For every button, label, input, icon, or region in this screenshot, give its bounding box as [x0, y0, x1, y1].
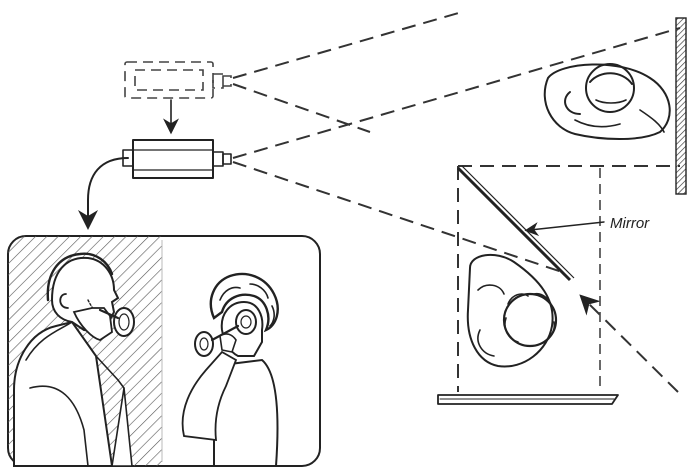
mirror-label-group: Mirror: [530, 215, 650, 232]
mirror-booth-icon: [438, 166, 618, 404]
woman-top-view-icon: [468, 255, 556, 367]
wall-icon: [676, 18, 686, 194]
signal-arrow-icon: [88, 158, 128, 222]
man-top-view-icon: [545, 64, 670, 139]
tv-camera-icon: [123, 140, 231, 178]
mirror-label: Mirror: [610, 215, 650, 232]
camera-ghost-icon: [125, 62, 231, 98]
